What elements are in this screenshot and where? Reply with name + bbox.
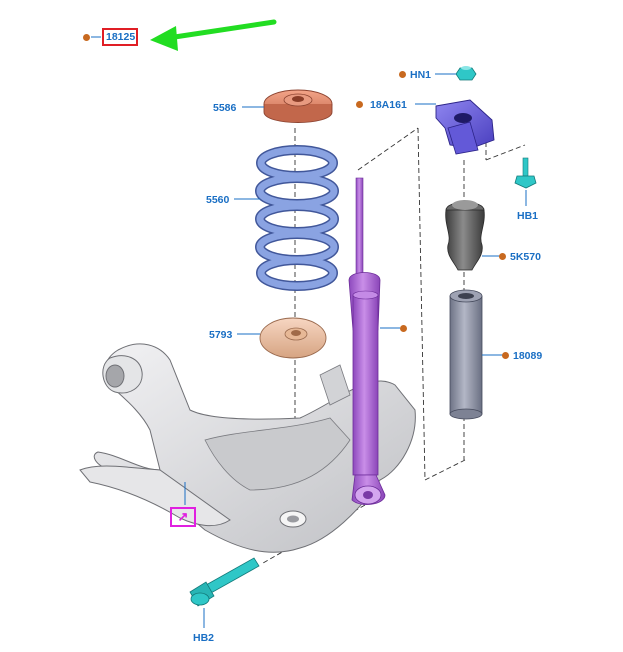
- part-label-dust-cover[interactable]: 18089: [513, 350, 543, 362]
- upper-spring-seat: [263, 89, 333, 123]
- bolt-top: [514, 157, 537, 206]
- bolt-bottom: [189, 557, 260, 628]
- marker-dot-bump-stop: [499, 253, 506, 260]
- shock-absorber: [348, 177, 400, 505]
- top-mount: [415, 99, 495, 155]
- marker-dot-dust-cover: [502, 352, 509, 359]
- dust-cover: [449, 289, 503, 420]
- part-label-nut[interactable]: HN1: [410, 69, 432, 81]
- part-label-lower-seat[interactable]: 5793: [209, 329, 233, 341]
- part-label-bump-stop[interactable]: 5K570: [510, 251, 541, 263]
- marker-dot-shock: [400, 325, 407, 332]
- green-arrow-icon: [150, 19, 277, 51]
- lower-spring-seat: [259, 317, 327, 359]
- part-label-coil-spring[interactable]: 5560: [206, 194, 230, 206]
- external-link-icon[interactable]: ↗: [170, 507, 196, 527]
- part-label-bolt-bottom[interactable]: HB2: [193, 632, 215, 644]
- reference-highlight-box: [102, 28, 138, 46]
- part-label-top-mount[interactable]: 18A161: [370, 99, 407, 111]
- coil-spring: [255, 145, 339, 291]
- part-label-bolt-top[interactable]: HB1: [517, 210, 539, 222]
- nut: [435, 66, 477, 81]
- leader-lines: [184, 106, 264, 505]
- marker-dot-nut: [399, 71, 406, 78]
- part-label-upper-seat[interactable]: 5586: [213, 102, 237, 114]
- reference-marker-dot: [83, 34, 90, 41]
- bump-stop: [445, 200, 500, 271]
- reference-part-number[interactable]: 18125: [106, 31, 136, 43]
- subframe: [79, 343, 416, 553]
- marker-dot-top-mount: [356, 101, 363, 108]
